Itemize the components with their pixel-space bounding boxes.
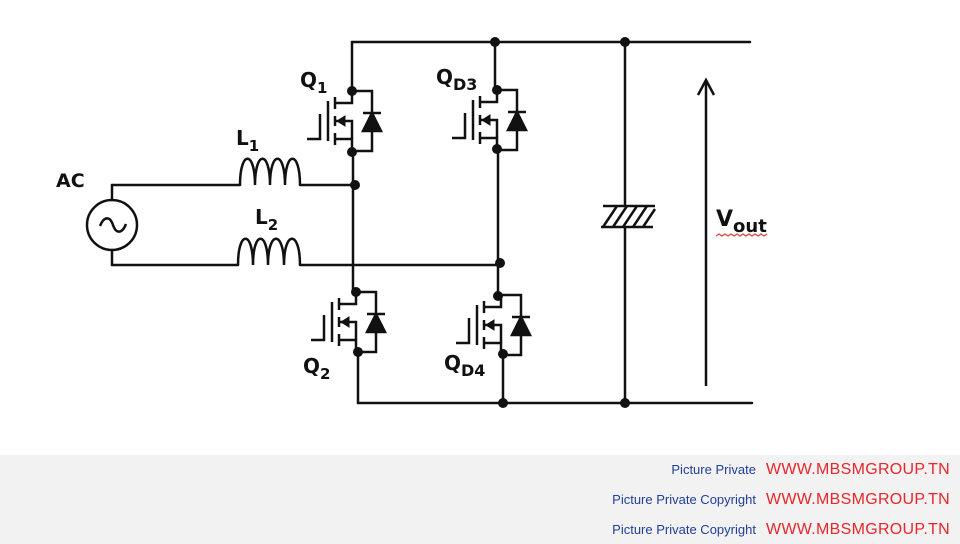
inductor-l2-label: L2 [255, 205, 278, 234]
inductor-l1-label: L1 [236, 126, 259, 155]
ac-source-label: AC [56, 170, 85, 192]
switch-q1-label: Q1 [300, 68, 327, 97]
watermark-url: WWW.MBSMGROUP.TN [765, 521, 950, 538]
junction-dot [498, 398, 508, 408]
spellcheck-underline [715, 233, 768, 237]
ac-source-symbol [85, 198, 139, 252]
junction-dots [350, 37, 630, 408]
mosfet-qd3-symbol [450, 85, 528, 154]
capacitor-symbol [601, 204, 657, 229]
watermark-row: Picture Private Copyright WWW.MBSMGROUP.T… [612, 491, 950, 509]
mosfet-q1-symbol [305, 86, 383, 157]
watermark-url: WWW.MBSMGROUP.TN [765, 491, 950, 508]
inductor-l1-symbol [238, 157, 302, 186]
watermark-url: WWW.MBSMGROUP.TN [765, 461, 950, 478]
junction-dot [495, 258, 505, 268]
junction-dot [620, 37, 630, 47]
junction-dot [620, 398, 630, 408]
circuit-diagram: AC L1 L2 Q1 QD3 Q2 QD4 Vout [56, 37, 768, 408]
watermark-caption: Picture Private Copyright [612, 492, 756, 507]
output-voltage-label: Vout [716, 207, 767, 237]
switch-qd4-label: QD4 [444, 351, 485, 380]
watermark-caption: Picture Private [671, 462, 756, 477]
switch-q2-label: Q2 [303, 354, 330, 383]
watermark-row: Picture Private WWW.MBSMGROUP.TN [671, 461, 950, 479]
mosfet-q2-symbol [309, 287, 387, 357]
mosfet-qd4-symbol [454, 291, 532, 359]
junction-dot [350, 180, 360, 190]
junction-dot [490, 37, 500, 47]
inductor-l2-symbol [236, 237, 302, 266]
watermark-row: Picture Private Copyright WWW.MBSMGROUP.T… [612, 521, 950, 539]
watermark-caption: Picture Private Copyright [612, 522, 756, 537]
output-voltage-arrow [696, 77, 716, 386]
switch-qd3-label: QD3 [436, 65, 477, 94]
wiring [110, 40, 754, 405]
